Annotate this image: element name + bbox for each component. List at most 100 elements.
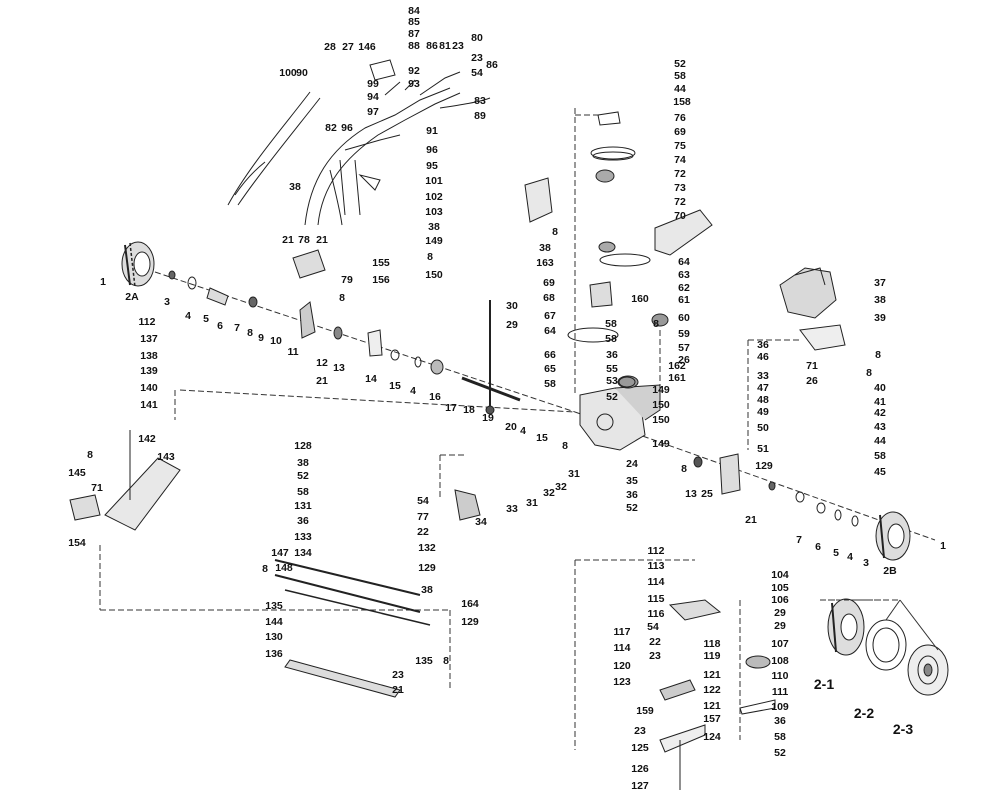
part-callout-19: 19 [482, 411, 494, 424]
part-callout-130: 130 [265, 630, 283, 643]
part-callout-144: 144 [265, 615, 283, 628]
part-callout-96b: 96 [426, 143, 438, 156]
part-callout-72b: 72 [674, 195, 686, 208]
part-callout-57: 57 [678, 341, 690, 354]
part-callout-54a: 54 [471, 66, 483, 79]
part-callout-120: 120 [613, 659, 631, 672]
part-callout-44b: 44 [874, 434, 886, 447]
part-callout-48: 48 [757, 393, 769, 406]
part-callout-52a: 52 [674, 57, 686, 70]
part-callout-121a: 121 [703, 668, 721, 681]
part-callout-135a: 135 [265, 599, 283, 612]
part-callout-4b: 4 [410, 384, 416, 397]
part-callout-1a: 1 [100, 275, 106, 288]
part-callout-33b: 33 [506, 502, 518, 515]
part-callout-149c: 149 [652, 437, 670, 450]
part-callout-23e: 23 [634, 724, 646, 737]
part-callout-3a: 3 [164, 295, 170, 308]
part-callout-136: 136 [265, 647, 283, 660]
part-callout-33a: 33 [757, 369, 769, 382]
part-callout-49: 49 [757, 405, 769, 418]
shift-linkage [659, 599, 776, 790]
part-callout-38f: 38 [421, 583, 433, 596]
part-callout-34: 34 [475, 515, 487, 528]
part-callout-26a: 26 [678, 353, 690, 366]
part-callout-32a: 32 [543, 486, 555, 499]
part-callout-146: 146 [358, 40, 376, 53]
part-callout-82: 82 [325, 121, 337, 134]
part-callout-8h: 8 [339, 291, 345, 304]
part-callout-29c: 29 [774, 619, 786, 632]
part-callout-3b: 3 [863, 556, 869, 569]
left-axle-hardware [168, 249, 422, 368]
part-callout-38e: 38 [297, 456, 309, 469]
part-callout-58b: 58 [605, 317, 617, 330]
part-callout-16: 16 [429, 390, 441, 403]
part-callout-36c: 36 [297, 514, 309, 527]
part-callout-13b: 13 [685, 487, 697, 500]
part-callout-36e: 36 [774, 714, 786, 727]
rim-2-3 [907, 644, 949, 696]
part-callout-14: 14 [365, 372, 377, 385]
part-callout-147: 147 [271, 546, 289, 559]
gearbox [579, 375, 661, 451]
part-callout-1b: 1 [940, 539, 946, 552]
part-callout-52c: 52 [297, 469, 309, 482]
tire-ring-2-2 [865, 619, 907, 671]
depth-bar [69, 430, 181, 531]
part-callout-129c: 129 [755, 459, 773, 472]
wheel-2b [875, 511, 911, 561]
part-callout-96a: 96 [341, 121, 353, 134]
part-callout-4d: 4 [847, 550, 853, 563]
right-axle-hardware [693, 453, 859, 527]
part-callout-17: 17 [445, 401, 457, 414]
part-callout-21a: 21 [282, 233, 294, 246]
part-callout-70: 70 [674, 209, 686, 222]
part-callout-51: 51 [757, 442, 769, 455]
part-callout-58d: 58 [544, 377, 556, 390]
part-callout-68: 68 [543, 291, 555, 304]
part-callout-50: 50 [757, 421, 769, 434]
part-callout-37: 37 [874, 276, 886, 289]
part-callout-58c: 58 [605, 332, 617, 345]
part-callout-129b: 129 [461, 615, 479, 628]
part-callout-159: 159 [636, 704, 654, 717]
part-callout-91: 91 [426, 124, 438, 137]
part-callout-106: 106 [771, 593, 789, 606]
part-callout-162: 162 [668, 359, 686, 372]
part-callout-102: 102 [425, 190, 443, 203]
part-callout-26b: 26 [806, 374, 818, 387]
part-callout-55: 55 [606, 362, 618, 375]
part-callout-114a: 114 [647, 575, 665, 588]
part-callout-23d: 23 [649, 649, 661, 662]
part-callout-164: 164 [461, 597, 479, 610]
part-callout-53: 53 [606, 374, 618, 387]
tensioner-brackets [589, 111, 621, 308]
part-callout-112b: 112 [647, 544, 665, 557]
part-callout-94: 94 [367, 90, 379, 103]
part-callout-75: 75 [674, 139, 686, 152]
part-callout-4a: 4 [185, 309, 191, 322]
part-callout-149b: 149 [652, 383, 670, 396]
part-callout-54b: 54 [417, 494, 429, 507]
part-callout-8f: 8 [247, 326, 253, 339]
part-callout-63: 63 [678, 268, 690, 281]
part-callout-157: 157 [703, 712, 721, 725]
part-callout-7b: 7 [796, 533, 802, 546]
part-callout-114b: 114 [613, 641, 631, 654]
part-callout-23a: 23 [452, 39, 464, 52]
part-callout-46: 46 [757, 350, 769, 363]
part-callout-122: 122 [703, 683, 721, 696]
part-callout-140: 140 [140, 381, 158, 394]
part-callout-101: 101 [425, 174, 443, 187]
part-callout-69a: 69 [674, 125, 686, 138]
part-callout-105: 105 [771, 581, 789, 594]
part-callout-150a: 150 [425, 268, 443, 281]
part-callout-92: 92 [408, 64, 420, 77]
part-callout-2_1: 2-1 [813, 676, 835, 692]
part-callout-54c: 54 [647, 620, 659, 633]
part-callout-13a: 13 [333, 361, 345, 374]
part-callout-29b: 29 [774, 606, 786, 619]
part-callout-71b: 71 [91, 481, 103, 494]
